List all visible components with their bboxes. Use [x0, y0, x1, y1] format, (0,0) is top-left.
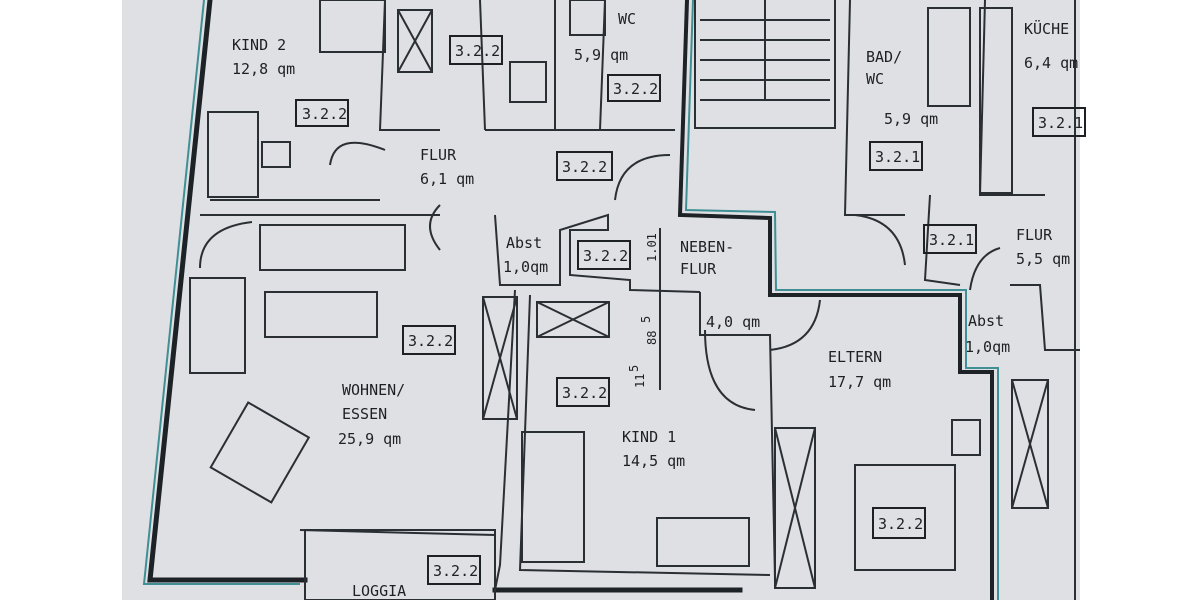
svg-text:3.2.2: 3.2.2 — [613, 80, 658, 98]
room-area-kind2: 12,8 qm — [232, 60, 295, 78]
room-area-flur2: 5,5 qm — [1016, 250, 1070, 268]
unit-tag: 3.2.2 — [577, 240, 631, 270]
unit-tag: 3.2.2 — [427, 555, 481, 585]
svg-text:3.2.2: 3.2.2 — [455, 42, 500, 60]
svg-text:3.2.1: 3.2.1 — [1038, 114, 1083, 132]
unit-tag: 3.2.2 — [556, 151, 613, 181]
unit-tag: 3.2.2 — [449, 35, 503, 65]
room-name-kind2: KIND 2 — [232, 36, 286, 54]
dimension-3: 11 — [633, 374, 647, 388]
svg-text:3.2.2: 3.2.2 — [562, 384, 607, 402]
svg-text:3.2.2: 3.2.2 — [583, 247, 628, 265]
room-name-badwc-2: WC — [866, 70, 884, 88]
room-area-abst: 1,0qm — [503, 258, 548, 276]
room-name-flur2: FLUR — [1016, 226, 1053, 244]
room-area-abst2: 1,0qm — [965, 338, 1010, 356]
dimension-3-sup: 5 — [627, 365, 641, 372]
room-area-flur: 6,1 qm — [420, 170, 474, 188]
room-area-badwc: 5,9 qm — [884, 110, 938, 128]
room-name-flur: FLUR — [420, 146, 457, 164]
svg-text:3.2.2: 3.2.2 — [878, 515, 923, 533]
room-area-kueche: 6,4 qm — [1024, 54, 1078, 72]
svg-text:3.2.2: 3.2.2 — [408, 332, 453, 350]
svg-text:3.2.2: 3.2.2 — [433, 562, 478, 580]
dimension-2: 88 — [645, 331, 659, 345]
svg-text:3.2.2: 3.2.2 — [562, 158, 607, 176]
room-name-wohnen-2: ESSEN — [342, 405, 387, 423]
room-name-nebenflur-2: FLUR — [680, 260, 717, 278]
staircase — [694, 0, 836, 129]
room-name-abst2: Abst — [968, 312, 1004, 330]
room-name-loggia: LOGGIA — [352, 582, 406, 600]
room-name-kueche: KÜCHE — [1024, 19, 1069, 38]
unit-tag: 3.2.1 — [1032, 107, 1086, 137]
room-area-nebenflur: 4,0 qm — [706, 313, 760, 331]
room-name-eltern: ELTERN — [828, 348, 882, 366]
room-name-abst: Abst — [506, 234, 542, 252]
room-name-nebenflur-1: NEBEN- — [680, 238, 734, 256]
unit-tag: 3.2.2 — [872, 507, 926, 539]
dimension-1: 1.01 — [645, 233, 659, 262]
room-area-eltern: 17,7 qm — [828, 373, 891, 391]
room-area-wohnen: 25,9 qm — [338, 430, 401, 448]
dimension-marks: 1.01 88 5 11 5 — [627, 228, 661, 390]
svg-text:3.2.1: 3.2.1 — [875, 148, 920, 166]
furniture — [189, 0, 1049, 600]
unit-tag: 3.2.2 — [402, 325, 456, 355]
unit-tag: 3.2.1 — [869, 141, 923, 171]
unit-tag: 3.2.2 — [556, 377, 610, 407]
room-labels: KIND 2 12,8 qm WC 5,9 qm FLUR 6,1 qm Abs… — [232, 10, 1078, 600]
room-name-wc: WC — [618, 10, 636, 28]
unit-tag: 3.2.2 — [295, 99, 349, 127]
room-name-badwc-1: BAD/ — [866, 48, 902, 66]
svg-text:3.2.1: 3.2.1 — [929, 231, 974, 249]
room-name-kind1: KIND 1 — [622, 428, 676, 446]
room-name-wohnen-1: WOHNEN/ — [342, 381, 405, 399]
room-area-wc: 5,9 qm — [574, 46, 628, 64]
unit-tag: 3.2.1 — [923, 224, 977, 254]
unit-tag: 3.2.2 — [607, 74, 661, 102]
svg-text:3.2.2: 3.2.2 — [302, 105, 347, 123]
walls — [142, 0, 1080, 600]
room-area-kind1: 14,5 qm — [622, 452, 685, 470]
unit-tags: 3.2.2 3.2.2 3.2.2 3.2.2 3.2.2 3.2.2 3.2.… — [295, 35, 1086, 585]
dimension-2-sup: 5 — [639, 316, 653, 323]
